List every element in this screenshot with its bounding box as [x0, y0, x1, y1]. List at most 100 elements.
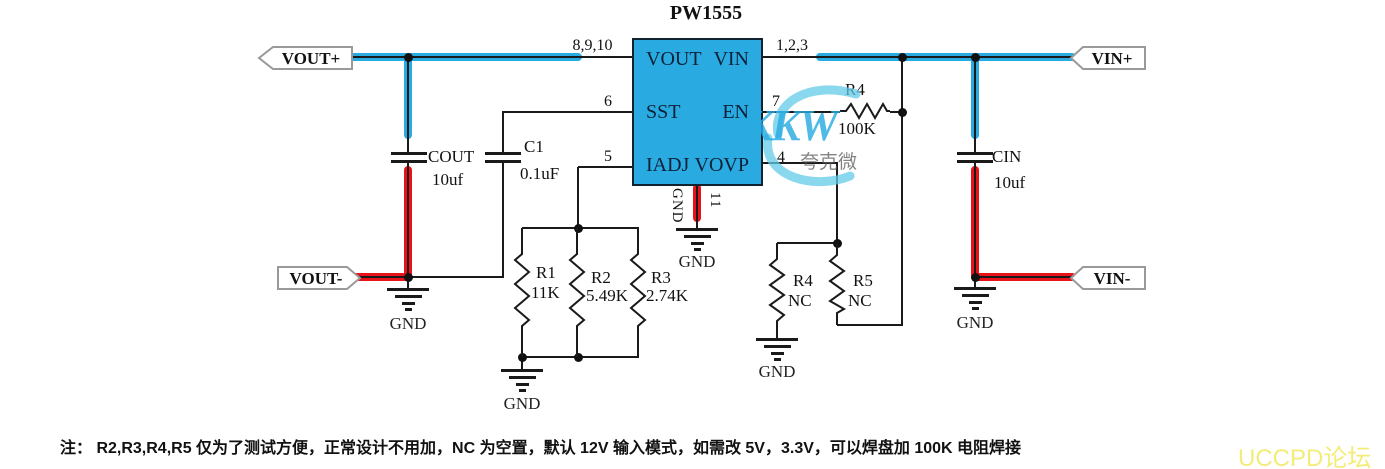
junction-dot: [404, 273, 413, 282]
junction-dot: [518, 353, 527, 362]
ic-pin-row-middle: SST EN: [634, 101, 761, 124]
cin-ref: CIN: [992, 147, 1022, 166]
pin-number-en: 7: [772, 93, 780, 110]
pin-number-sst: 6: [604, 93, 612, 110]
port-vout-minus-shape: [277, 266, 362, 290]
gnd-pin-word: GND: [669, 188, 685, 224]
ground-symbol: [954, 287, 996, 310]
ic-pin-label-sst: SST: [646, 101, 681, 123]
cout-ref: COUT: [428, 147, 475, 166]
ground-symbol: [676, 228, 718, 251]
watermark-swoosh-icon: [763, 85, 861, 187]
port-vin-minus: VIN-: [1093, 269, 1131, 288]
resistor-r2-symbol: [568, 228, 586, 357]
port-vin-minus-shape: [1069, 266, 1146, 290]
ground-label: GND: [758, 362, 796, 381]
cout-capacitor-plate: [391, 160, 427, 163]
wire-nc-top-rail: [777, 242, 838, 244]
schematic-note: 注： R2,R3,R4,R5 仅为了测试方便，正常设计不用加，NC 为空置，默认…: [60, 440, 1022, 457]
cin-value: 10uf: [994, 173, 1026, 192]
wire-en-right: [890, 111, 902, 113]
ic-pin-row-top: VOUT VIN: [634, 48, 761, 71]
wire-cin-top: [974, 57, 976, 153]
pin-number-vovp: 4: [777, 149, 785, 166]
ground-label: GND: [956, 313, 994, 332]
pin-number-gnd: 11: [707, 192, 723, 209]
ground-label: GND: [389, 314, 427, 333]
watermark-logo: KKW: [744, 101, 838, 150]
ic-pin-label-vin: VIN: [713, 48, 749, 70]
resistor-r3-symbol: [629, 228, 647, 357]
r1-ref: R1: [536, 263, 556, 282]
wire-gnd-pin: [696, 186, 698, 228]
wire-sst: [503, 111, 632, 113]
wire-iadj: [578, 166, 632, 168]
pin-number-vout: 8,9,10: [572, 37, 613, 54]
r5nc-value: NC: [848, 291, 872, 310]
ic-pin-label-vout: VOUT: [646, 48, 702, 70]
r2-ref: R2: [591, 268, 611, 287]
ic-pin-row-bottom: IADJ VOVP: [634, 154, 761, 177]
r4nc-ref: R4: [793, 271, 813, 290]
ic-pin-label-iadj: IADJ: [646, 154, 690, 176]
wire-vovp: [763, 162, 838, 164]
r3-value: 2.74K: [646, 286, 689, 305]
wire-vout-minus: [352, 276, 410, 278]
port-vin-plus: VIN+: [1091, 49, 1133, 68]
ground-symbol: [756, 338, 798, 361]
wire-vout: [352, 56, 632, 58]
r5nc-ref: R5: [853, 271, 873, 290]
ic-pin-label-en: EN: [722, 101, 749, 123]
junction-dot: [404, 53, 413, 62]
ground-label: GND: [503, 394, 541, 413]
wire-iadj-drop: [577, 167, 579, 228]
port-vout-plus: VOUT+: [281, 49, 341, 68]
port-vout-plus-shape: [257, 46, 353, 70]
resistor-r1-symbol: [513, 228, 531, 357]
junction-dot: [898, 108, 907, 117]
wire-rnet-gnd-stub: [521, 357, 523, 369]
ic-pin-label-vovp: VOVP: [694, 154, 749, 176]
wire-c1-top: [502, 111, 504, 153]
wire-en-left: [763, 111, 840, 113]
ic-pw1555: VOUT VIN SST EN IADJ VOVP: [632, 38, 763, 186]
resistor-r5nc-symbol: [828, 243, 847, 325]
port-vout-minus: VOUT-: [289, 269, 343, 288]
r3-ref: R3: [651, 268, 671, 287]
watermark-company: 夸克微: [800, 152, 858, 173]
c1-value: 0.1uF: [520, 164, 560, 183]
wire-vovp-drop: [836, 163, 838, 243]
resistor-r4nc-symbol: [768, 243, 786, 338]
port-vin-plus-shape: [1069, 46, 1146, 70]
c1-capacitor-plate: [485, 152, 521, 155]
junction-dot: [574, 353, 583, 362]
junction-dot: [971, 273, 980, 282]
c1-capacitor-plate: [485, 160, 521, 163]
c1-ref: C1: [524, 137, 544, 156]
wire-vinminus-gnd-stub: [974, 277, 976, 287]
wire-cout-top: [407, 57, 409, 153]
pin-number-iadj: 5: [604, 148, 612, 165]
r4-value: 100K: [838, 119, 876, 138]
junction-dot: [574, 224, 583, 233]
watermark-forum: UCCPD论坛: [1238, 445, 1372, 469]
wire-voutminus-gnd-stub: [407, 277, 409, 288]
wire-en-vertical: [901, 57, 903, 325]
pin-number-vin: 1,2,3: [776, 37, 808, 54]
ground-symbol: [501, 369, 543, 392]
chip-title: PW1555: [669, 2, 743, 24]
cout-capacitor-plate: [391, 152, 427, 155]
junction-dot: [898, 53, 907, 62]
wire-cin-bottom: [974, 163, 976, 277]
r2-value: 5.49K: [586, 286, 629, 305]
junction-dot: [971, 53, 980, 62]
cin-capacitor-plate: [957, 160, 993, 163]
r4nc-value: NC: [788, 291, 812, 310]
wire-vin-minus: [975, 276, 1072, 278]
wire-c1-bottom: [502, 162, 504, 277]
wire-nc-bottom-rail: [837, 324, 903, 326]
ground-label: GND: [678, 252, 716, 271]
resistor-r4-symbol: [840, 101, 890, 121]
cin-capacitor-plate: [957, 152, 993, 155]
